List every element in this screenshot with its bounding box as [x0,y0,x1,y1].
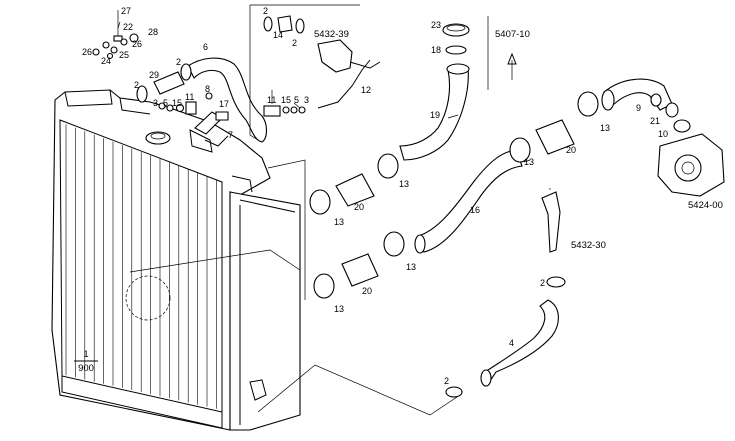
part-label-l16: 16 [470,205,480,215]
group-ref-r543230: 5432-30 [571,240,606,251]
radiator-fins [65,124,217,409]
part-label-l19: 19 [430,110,440,120]
part-label-l9: 9 [636,103,641,113]
part-label-l12: 12 [361,85,371,95]
part-label-l13c: 13 [406,262,416,272]
part-label-l6: 6 [203,42,208,52]
part-label-l13e: 13 [524,157,534,167]
part-label-l11b: 11 [267,95,276,105]
part-label-l17: 17 [219,99,229,109]
sensor-group-5432-39 [249,4,381,141]
part-label-l3a: 3 [153,98,158,108]
part-label-l2b: 2 [263,6,268,16]
part-label-l11a: 11 [185,92,194,102]
frac-bottom: 900 [78,363,94,374]
part-label-l2c: 2 [292,38,297,48]
assembly-reference: 1 900 [74,349,98,374]
part-label-l2e: 2 [540,278,545,288]
part-label-l2f: 2 [444,376,449,386]
part-label-l3b: 3 [304,95,309,105]
part-label-l5b: 5 [294,95,299,105]
part-label-l26b: 26 [132,39,142,49]
part-label-l24: 24 [101,56,111,66]
part-label-l10: 10 [658,129,668,139]
part-label-l14: 14 [273,30,283,40]
part-label-l27: 27 [121,6,131,16]
part-label-l18: 18 [431,45,441,55]
group-reference-labels: 5432-39 5407-10 5424-00 5432-30 [314,29,723,251]
part-label-l7: 7 [228,130,233,140]
part-label-l13f: 13 [600,123,610,133]
part-label-l5a: 5 [163,98,168,108]
frac-top: 1 [83,349,88,360]
part-label-l28: 28 [148,27,158,37]
part-label-l21: 21 [650,116,660,126]
part-label-l15b: 15 [281,95,291,105]
part-label-l26a: 26 [82,47,92,57]
part-label-l23: 23 [431,20,441,30]
charge-air-pipes [309,78,725,299]
part-label-l2a: 2 [176,57,181,67]
part-label-l29: 29 [149,70,159,80]
part-label-l13a: 13 [399,179,409,189]
part-label-l15a: 15 [172,98,182,108]
part-label-l13d: 13 [334,304,344,314]
filler-neck-group [399,16,517,161]
group-ref-r542400: 5424-00 [688,200,723,211]
part-label-l4: 4 [509,338,514,348]
radiator [51,89,301,431]
part-label-l22: 22 [123,22,133,32]
group-ref-r543239: 5432-39 [314,29,349,40]
part-label-l20b: 20 [362,286,372,296]
part-label-l2d: 2 [134,80,139,90]
upper-left-fittings [92,10,268,147]
part-label-l13b: 13 [334,217,344,227]
group-ref-r540710: 5407-10 [495,29,530,40]
part-label-l20c: 20 [566,145,576,155]
lower-pipe-group [445,188,566,398]
part-label-l8: 8 [205,84,210,94]
part-label-l25: 25 [119,50,129,60]
part-label-l20a: 20 [354,202,364,212]
